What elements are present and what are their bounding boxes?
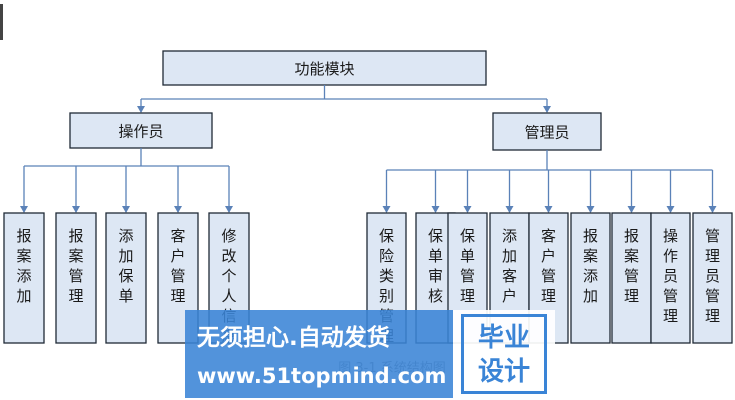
group-node-box [492,112,602,151]
arrowhead-icon [543,106,551,113]
leaf-node-label: 报案管理 [68,227,83,305]
leaf-node-label: 客户管理 [541,227,556,305]
leaf-node-box [650,212,691,344]
arrowhead-icon [544,206,553,213]
leaf-node-label: 保单审核 [428,227,443,305]
leaf-node-label: 报案管理 [624,227,639,305]
leaf-node-box [611,212,652,344]
leaf-node-box [55,212,97,344]
arrowhead-icon [225,206,233,213]
leaf-node-label: 保单管理 [460,227,475,305]
group-node-label: 管理员 [524,124,569,142]
leaf-node-box [105,212,147,344]
arrowhead-icon [20,206,28,213]
arrowhead-icon [122,206,130,213]
window-edge-mark [0,4,3,40]
watermark-badge-line: 毕业 [477,323,530,353]
arrowhead-icon [586,206,595,213]
arrowhead-icon [627,206,636,213]
group-node-label: 操作员 [118,123,163,141]
arrowhead-icon [463,206,472,213]
leaf-node-box [3,212,45,344]
arrowhead-icon [708,206,717,213]
leaf-node-box [157,212,199,344]
watermark-badge-panel: 毕业 设计 [453,310,555,398]
root-node-label: 功能模块 [294,60,354,78]
watermark-slogan: 无须担心.自动发货 [197,325,390,351]
leaf-node-label: 操作员管理 [663,227,678,325]
watermark-overlay: 无须担心.自动发货 www.51topmind.com 毕业 设计 [185,310,555,398]
leaf-node-label: 添加客户 [502,227,517,305]
leaf-node-box [692,212,733,344]
arrowhead-icon [431,206,440,213]
watermark-panel: 无须担心.自动发货 www.51topmind.com [185,310,453,398]
arrowhead-icon [666,206,675,213]
leaf-node-label: 报案添加 [583,227,598,305]
leaf-node-label: 客户管理 [170,227,185,305]
leaf-node-label: 添加保单 [118,227,133,305]
arrowhead-icon [72,206,80,213]
watermark-badge: 毕业 设计 [461,314,547,394]
arrowhead-icon [137,106,145,113]
leaf-node-label: 管理员管理 [705,227,720,325]
arrowhead-icon [382,206,391,213]
leaf-node-box [570,212,611,344]
watermark-badge-line: 设计 [477,357,530,387]
arrowhead-icon [505,206,514,213]
leaf-node-label: 报案添加 [16,227,31,305]
arrowhead-icon [174,206,182,213]
watermark-url: www.51topmind.com [197,364,447,388]
group-node-box [69,112,213,149]
